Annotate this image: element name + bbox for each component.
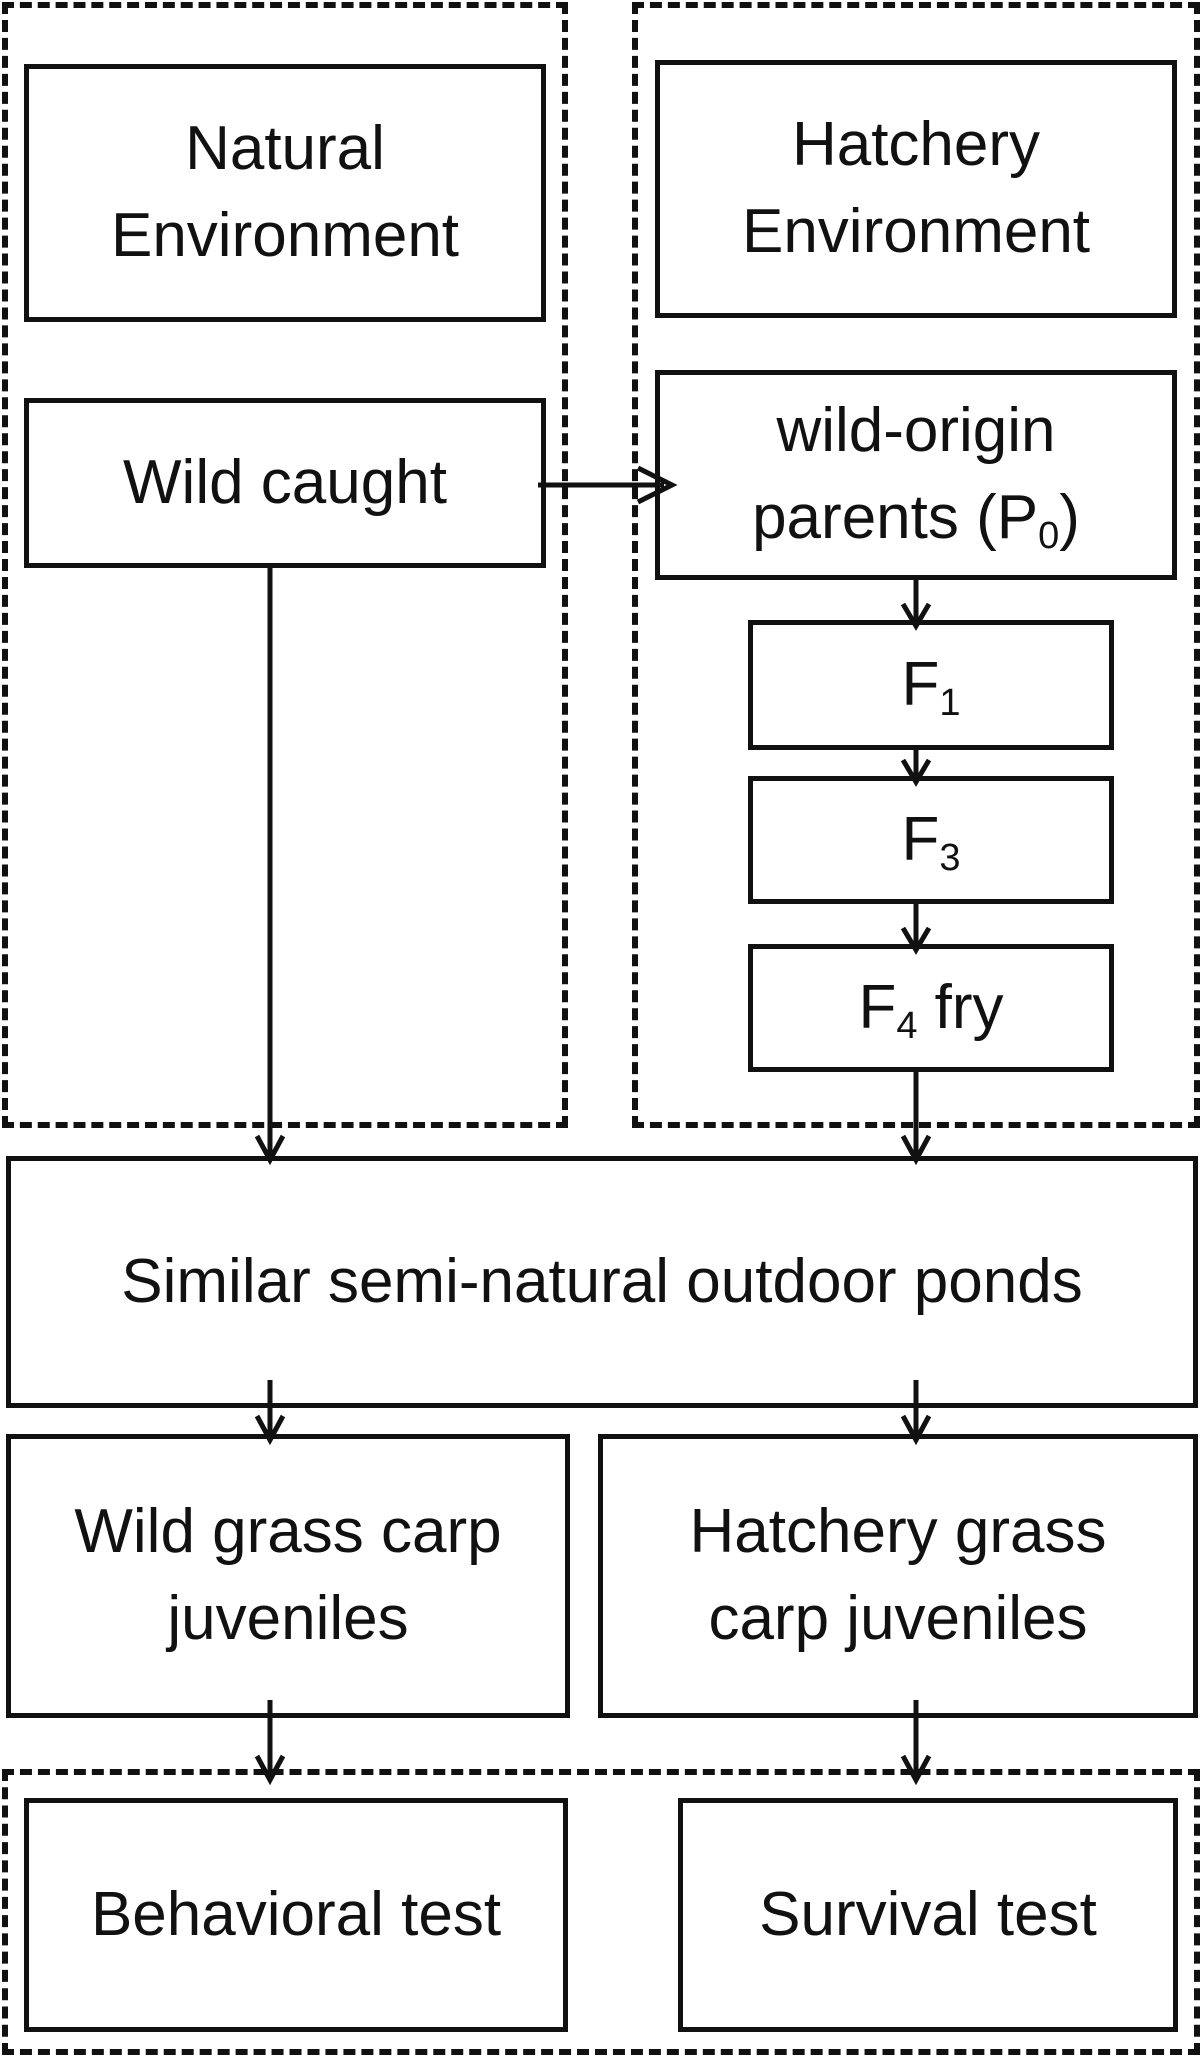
tests-group (2, 1769, 1200, 2055)
hatchery-juveniles-box: Hatchery grass carp juveniles (598, 1434, 1198, 1718)
ponds-box: Similar semi-natural outdoor ponds (6, 1156, 1198, 1408)
f4-fry-box: F4 fry (748, 944, 1114, 1072)
wild-origin-parents-line1: wild-origin (776, 396, 1056, 466)
hatchery-juveniles-line2: carp juveniles (708, 1584, 1088, 1653)
hatchery-environment-box: Hatchery Environment (655, 60, 1177, 318)
f3-label: F3 (901, 804, 961, 879)
f4-fry-label: F4 fry (858, 972, 1004, 1047)
natural-environment-group (2, 2, 568, 1128)
wild-origin-parents-box: wild-origin parents (P0) (655, 370, 1177, 580)
wild-juveniles-box: Wild grass carp juveniles (6, 1434, 570, 1718)
wild-juveniles-line1: Wild grass carp (74, 1497, 502, 1567)
wild-origin-parents-line2: parents (P0) (752, 483, 1080, 557)
natural-environment-line1: Natural (185, 114, 385, 184)
f3-box: F3 (748, 776, 1114, 904)
behavioral-test-label: Behavioral test (90, 1879, 502, 1949)
natural-environment-box: Natural Environment (24, 64, 546, 322)
behavioral-test-box: Behavioral test (24, 1798, 568, 2032)
survival-test-label: Survival test (759, 1879, 1097, 1949)
wild-caught-box: Wild caught (24, 398, 546, 568)
wild-juveniles-line2: juveniles (167, 1584, 409, 1653)
f1-label: F1 (901, 649, 961, 724)
f1-box: F1 (748, 620, 1114, 750)
ponds-label: Similar semi-natural outdoor ponds (121, 1246, 1083, 1316)
hatchery-environment-line2: Environment (741, 197, 1091, 266)
natural-environment-line2: Environment (110, 201, 460, 270)
survival-test-box: Survival test (678, 1798, 1178, 2032)
hatchery-juveniles-line1: Hatchery grass (689, 1497, 1107, 1567)
wild-caught-label: Wild caught (123, 447, 447, 517)
hatchery-environment-line1: Hatchery (791, 110, 1041, 180)
